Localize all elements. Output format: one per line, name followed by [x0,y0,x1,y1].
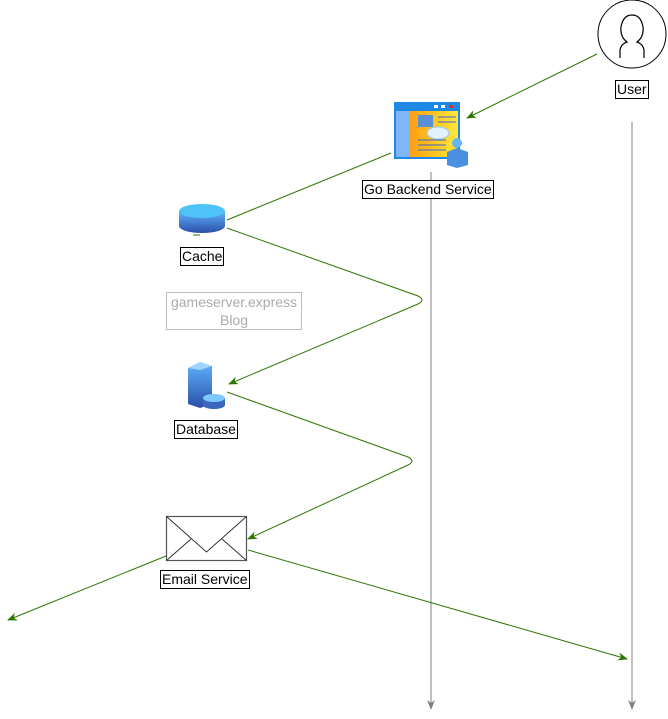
edge-cache-to-database[interactable] [226,227,423,385]
cache-cylinder-icon[interactable] [179,204,225,236]
user-label: User [615,80,649,99]
envelope-icon[interactable] [165,515,248,562]
web-app-icon[interactable] [394,102,468,168]
watermark-box: gameserver.express Blog [166,292,302,330]
cache-label: Cache [180,247,225,266]
edge-user-to-backend[interactable] [466,53,598,119]
edge-email-to-user[interactable] [247,549,628,661]
watermark-line1: gameserver.express [170,294,298,310]
edge-email-to-left[interactable] [7,555,167,621]
edge-database-to-email[interactable] [226,391,413,540]
email-label: Email Service [160,570,250,589]
database-label: Database [174,420,238,439]
backend-label: Go Backend Service [362,180,494,199]
database-server-icon[interactable] [188,362,225,409]
edge-backend-to-cache[interactable] [226,152,392,221]
user-icon[interactable] [597,0,667,69]
watermark-line2: Blog [219,312,249,328]
